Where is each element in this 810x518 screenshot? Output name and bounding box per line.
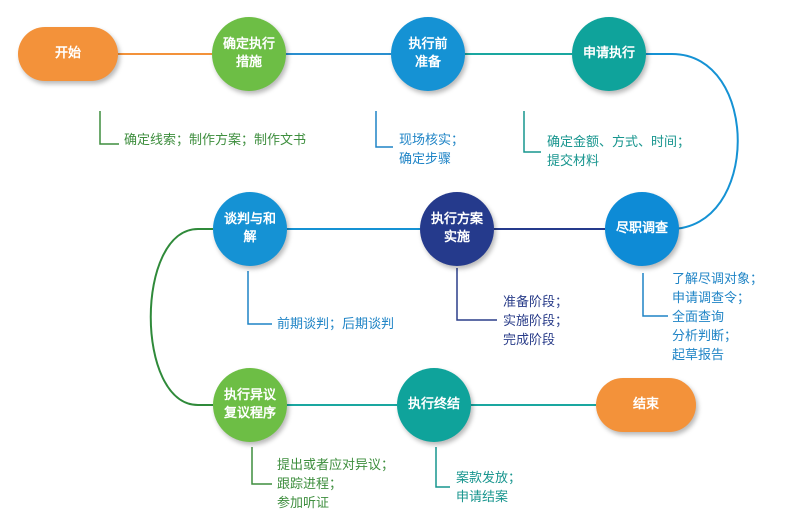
link-negotiate-objection [149,228,213,406]
note-apply-execution: 确定金额、方式、时间； 提交材料 [547,133,690,171]
text-block: 了解尽调对象； 申请调查令； 全面查询分析判断； 起草报告 [672,270,763,365]
text-block: 确定金额、方式、时间； 提交材料 [547,133,690,171]
node-pre-execution-prep: 执行前准备 [391,17,465,91]
text-block: 谈判与和解 [224,211,276,247]
text-line: 案款发放； [456,471,522,486]
text-line: 起草报告 [672,348,725,363]
text-block: 确定线索；制作方案；制作文书 [124,131,306,150]
text-line: 实施阶段； [503,314,569,329]
node-end: 结束 [596,378,696,432]
note-objection-review: 提出或者应对异议； 跟踪进程； 参加听证 [277,456,394,513]
text-line: 确定步骤 [399,152,452,167]
text-block: 申请执行 [583,45,635,63]
text-line: 准备 [414,55,441,70]
text-line: 尽职调查 [615,221,668,236]
text-line: 措施 [235,55,262,70]
node-apply-execution: 申请执行 [572,17,646,91]
bracket-confirm [99,111,119,145]
note-due-diligence: 了解尽调对象； 申请调查令； 全面查询分析判断； 起草报告 [672,270,763,365]
text-line: 跟踪进程； [277,477,343,492]
node-plan-implementation: 执行方案实施 [420,192,494,266]
text-block: 执行前准备 [408,36,447,72]
node-due-diligence: 尽职调查 [605,192,679,266]
text-line: 前期谈判；后期谈判 [277,317,395,332]
text-block: 现场核实； 确定步骤 [399,131,464,169]
text-line: 复议程序 [223,406,276,421]
text-block: 结束 [633,396,659,414]
text-line: 现场核实； [399,133,465,148]
text-line: 执行终结 [407,397,460,412]
bracket-diligence [642,273,668,317]
text-block: 案款发放； 申请结案 [456,469,521,507]
node-execution-termination: 执行终结 [397,368,471,442]
text-line: 提交材料 [547,154,600,169]
text-line: 提出或者应对异议； [277,458,395,473]
node-negotiation-settlement: 谈判与和解 [213,192,287,266]
text-block: 确定执行措施 [223,36,275,72]
text-line: 执行方案 [430,212,483,227]
text-line: 申请调查令； [672,291,751,306]
text-line: 实施 [443,230,470,245]
bracket-apply [523,111,541,153]
text-line: 确定金额、方式、时间； [547,135,691,150]
node-start: 开始 [18,27,118,81]
text-block: 前期谈判；后期谈判 [277,315,394,334]
node-confirm-measures: 确定执行措施 [212,17,286,91]
text-block: 准备阶段； 实施阶段； 完成阶段 [503,293,568,350]
note-confirm-measures: 确定线索；制作方案；制作文书 [124,131,306,150]
note-pre-execution-prep: 现场核实； 确定步骤 [399,131,464,169]
note-execution-termination: 案款发放； 申请结案 [456,469,521,507]
text-block: 执行异议复议程序 [224,387,276,423]
text-line: 谈判与和 [223,212,276,227]
bracket-conclude [435,447,450,488]
bracket-negotiate [247,271,272,325]
node-objection-review: 执行异议复议程序 [213,368,287,442]
bracket-prepare [375,111,393,148]
link-apply-diligence [646,53,739,230]
text-line: 申请执行 [582,46,635,61]
text-block: 尽职调查 [616,220,668,238]
bracket-objection [251,447,272,485]
text-line: 参加听证 [277,496,330,511]
text-block: 执行方案实施 [431,211,483,247]
text-line: 全面查询 [672,310,725,325]
text-line: 执行前 [408,37,448,52]
text-block: 开始 [55,45,81,63]
note-plan-implementation: 准备阶段； 实施阶段； 完成阶段 [503,293,568,350]
text-block: 执行终结 [408,396,460,414]
text-line: 完成阶段 [503,333,556,348]
text-line: 结束 [632,397,659,412]
bracket-implement [456,268,497,321]
text-line: 了解尽调对象； [672,272,764,287]
text-line: 开始 [54,46,81,61]
text-line: 准备阶段； [503,295,569,310]
text-line: 确定线索；制作方案；制作文书 [124,133,307,148]
text-line: 解 [243,230,257,245]
note-negotiation-settlement: 前期谈判；后期谈判 [277,315,394,334]
text-block: 提出或者应对异议； 跟踪进程； 参加听证 [277,456,394,513]
text-line: 执行异议 [223,388,276,403]
text-line: 确定执行 [222,37,275,52]
text-line: 申请结案 [456,490,509,505]
text-line: 分析判断； [672,329,738,344]
